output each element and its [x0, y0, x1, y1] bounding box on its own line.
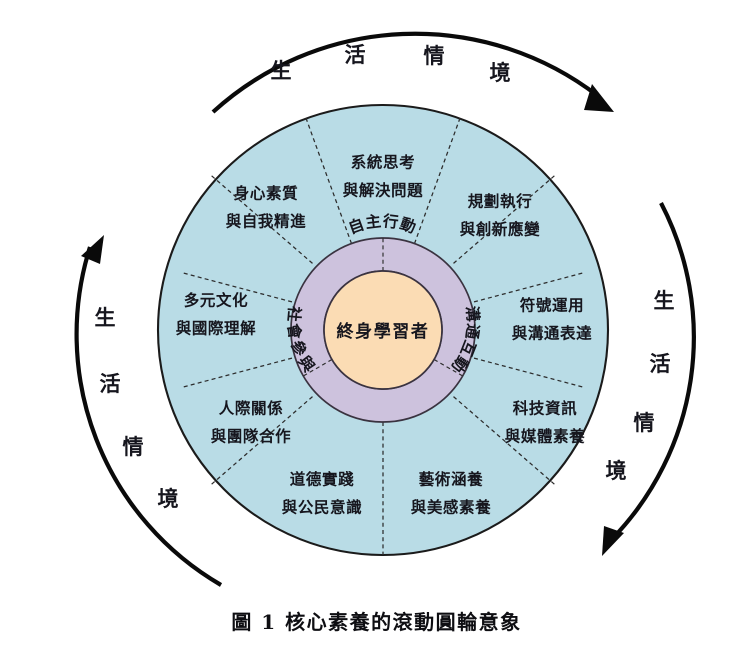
divider-2	[453, 174, 556, 264]
divider-4	[473, 357, 584, 388]
divider-9	[182, 272, 293, 303]
segment-label-line2: 與國際理解	[176, 319, 257, 338]
mid-divider-left	[303, 359, 333, 377]
segment-systems-thinking: 系統思考 與解決問題	[343, 153, 424, 200]
segment-label-line1: 多元文化	[184, 291, 248, 310]
context-arc-right-path	[611, 202, 696, 540]
context-arc-top-path	[211, 31, 600, 114]
segment-label-line2: 與美感素養	[411, 498, 492, 517]
segment-label-line2: 與溝通表達	[512, 324, 593, 343]
segment-label-line1: 規劃執行	[468, 192, 532, 211]
context-arc-left: 生 活 情 境	[74, 235, 223, 587]
divider-1	[413, 117, 461, 244]
segment-label-line1: 道德實踐	[290, 470, 354, 489]
core-circle-label: 終身學習者	[337, 321, 430, 342]
divider-3	[473, 272, 584, 303]
context-char-top-1: 生	[271, 59, 292, 83]
segment-label-line1: 符號運用	[520, 296, 584, 315]
segment-label-line2: 與媒體素養	[505, 427, 586, 446]
core-circle-group: 終身學習者	[323, 270, 443, 390]
segment-label-line2: 與自我精進	[226, 212, 307, 231]
segment-label-line2: 與公民意識	[282, 498, 363, 517]
segment-label-line1: 藝術涵養	[419, 470, 483, 489]
context-char-top-2: 活	[345, 43, 366, 67]
context-arc-left-path	[74, 246, 223, 587]
divider-5	[453, 396, 556, 486]
segment-label-line1: 人際關係	[219, 399, 283, 418]
segment-body-mind-self: 身心素質 與自我精進	[226, 184, 307, 231]
context-char-top-4: 境	[490, 61, 511, 85]
divider-11	[305, 117, 353, 244]
context-char-left-1: 生	[95, 306, 116, 330]
segment-label-line2: 與創新應變	[460, 220, 541, 239]
context-char-left-2: 活	[100, 372, 121, 396]
context-char-left-3: 情	[123, 435, 144, 459]
divider-8	[182, 357, 293, 388]
segment-label-line1: 科技資訊	[513, 399, 577, 418]
divider-7	[210, 396, 313, 486]
context-char-right-1: 生	[654, 289, 675, 313]
segment-symbols-communication: 符號運用 與溝通表達	[512, 296, 593, 343]
segment-morality-citizenship: 道德實踐 與公民意識	[282, 470, 363, 517]
context-arc-right: 生 活 情 境	[602, 202, 696, 556]
core-circle	[323, 270, 443, 390]
context-arc-top: 生 活 情 境	[211, 31, 614, 114]
segment-label-line2: 與團隊合作	[211, 427, 292, 446]
mid-divider-right	[433, 359, 463, 377]
context-char-left-4: 境	[158, 487, 179, 511]
outer-ring-dividers	[182, 117, 584, 555]
context-arc-right-arrowhead	[602, 526, 624, 556]
context-char-top-3: 情	[424, 44, 445, 68]
context-arc-top-arrowhead	[584, 84, 614, 112]
context-char-right-2: 活	[650, 352, 671, 376]
context-arc-left-arrowhead	[81, 235, 104, 264]
segment-tech-media-literacy: 科技資訊 與媒體素養	[505, 399, 586, 446]
segment-art-aesthetics: 藝術涵養 與美感素養	[411, 470, 492, 517]
segment-label-line1: 系統思考	[351, 153, 415, 172]
segment-planning-innovation: 規劃執行 與創新應變	[460, 192, 541, 239]
mid-ring-dividers	[303, 238, 463, 377]
segment-label-line1: 身心素質	[234, 184, 298, 203]
figure-caption: 圖 1 核心素養的滾動圓輪意象	[231, 610, 522, 634]
divider-10	[210, 174, 313, 264]
outer-ring-labels: 系統思考 與解決問題 規劃執行 與創新應變 符號運用 與溝通表達 科技資訊 與媒…	[176, 153, 593, 517]
context-char-right-3: 情	[634, 411, 655, 435]
context-char-right-4: 境	[606, 459, 627, 483]
segment-multiculture-international: 多元文化 與國際理解	[176, 291, 257, 338]
segment-relationships-teamwork: 人際關係 與團隊合作	[211, 399, 292, 446]
segment-label-line2: 與解決問題	[343, 181, 424, 200]
